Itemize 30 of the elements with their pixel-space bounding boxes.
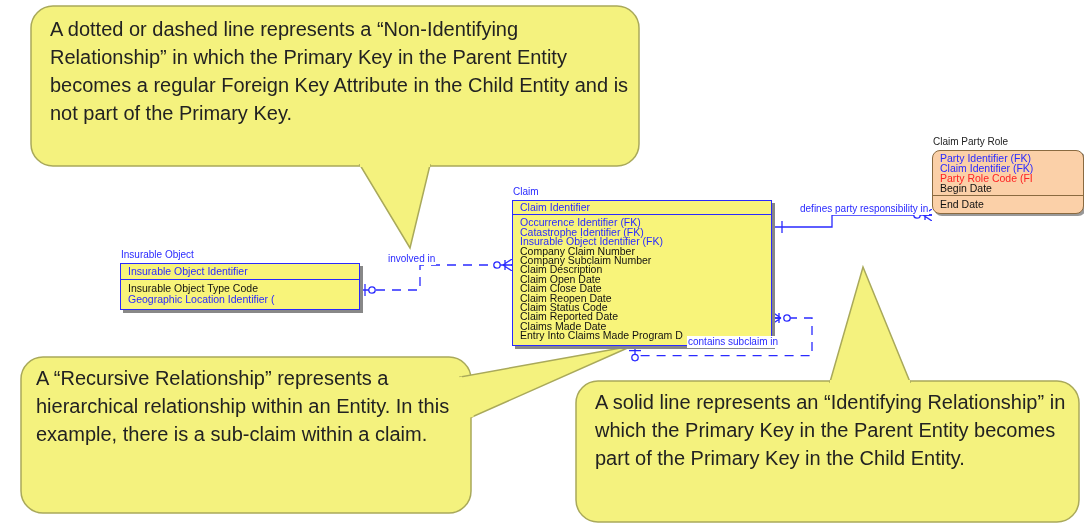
key-attribute: Insurable Object Identifier [128, 266, 249, 277]
attribute: Company Claim Number [520, 246, 635, 257]
callout-text: A “Recursive Relationship” represents a hierarchical relationship within an Entity. In this example, there is a sub-claim within a claim. [36, 366, 451, 447]
attribute: Insurable Object Identifier (FK) [520, 237, 664, 247]
entity-name: Insurable Object [120, 249, 195, 261]
edge-label: defines party responsibility in [799, 203, 930, 215]
attribute: Claim Reported Date [520, 312, 620, 322]
key-attribute: Claim Identifier [520, 203, 592, 213]
attribute: End Date [940, 199, 985, 209]
callout-text: A dotted or dashed line represents a “Non-Identifying Relationship” in which the Primary Key in the Parent Entity becomes a regular Foreign Key Attribute in the Child Entity and is not part of the Primary Key. [50, 17, 630, 126]
attribute: Claim Status Code [520, 303, 608, 313]
edge-label: involved in [387, 253, 437, 265]
attribute: Claim Description [520, 265, 603, 275]
entity-name: Claim [512, 186, 540, 198]
attribute: Claim Open Date [520, 274, 601, 285]
callout-text: A solid line represents an “Identifying Relationship” in which the Primary Key in the Parent Entity becomes part of the Primary Key in the Child Entity. [595, 390, 1067, 471]
attribute: Claim Reopen Date [520, 293, 613, 304]
attribute: Catastrophe Identifier (FK) [520, 227, 644, 238]
key-attribute: Claim Identifier (FK) [940, 163, 1035, 173]
attribute: Geographic Location Identifier ( [128, 294, 276, 305]
attribute: Insurable Object Type Code [128, 283, 258, 294]
attribute: Company Subclaim Number [520, 256, 653, 266]
attribute: Claim Close Date [520, 284, 602, 294]
attribute: Claims Made Date [520, 321, 607, 332]
key-attribute: Party Role Code (FI [940, 173, 1034, 183]
key-attribute: Party Identifier (FK) [940, 153, 1033, 163]
relationship-line [628, 311, 813, 362]
attribute: Occurrence Identifier (FK) [520, 218, 641, 228]
entity-name: Claim Party Role [932, 136, 1010, 148]
key-attribute: Begin Date [940, 183, 993, 193]
